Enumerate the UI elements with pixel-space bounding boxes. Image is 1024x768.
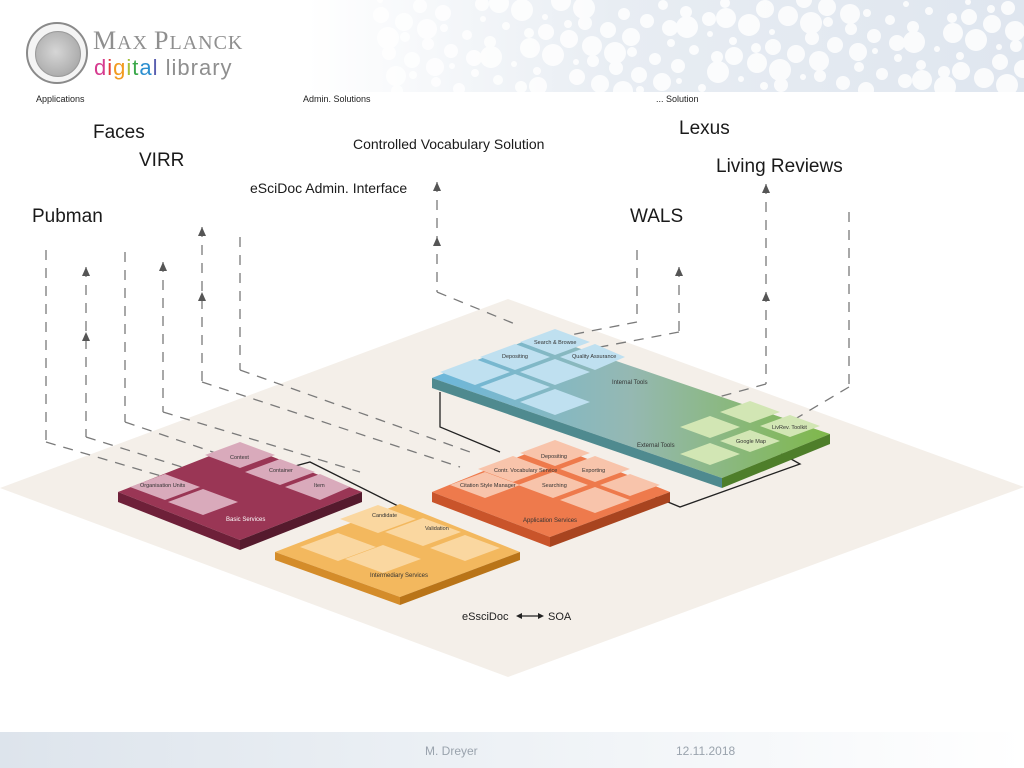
module-search-browse: Search & Browse: [534, 340, 577, 346]
module-searching: Searching: [542, 483, 567, 489]
module-google-map: Google Map: [736, 439, 766, 445]
label-virr: VIRR: [139, 150, 185, 171]
module-livrev-toolkit: LivRev. Toolkit: [772, 425, 807, 431]
module-item: Item: [314, 483, 325, 489]
legend-escidoc-soa: eSsciDoc SOA: [462, 611, 572, 623]
column-label-applications: Applications: [36, 94, 85, 104]
label-living-reviews: Living Reviews: [716, 156, 843, 177]
layer-tools: Search & Browse Depositing Quality Assur…: [432, 329, 830, 488]
footer-date: 12.11.2018: [676, 744, 736, 758]
layer-name-intermediary-services: Intermediary Services: [370, 573, 428, 579]
max-planck-seal-logo: [26, 22, 88, 84]
module-quality-assurance: Quality Assurance: [572, 354, 616, 360]
module-contr-vocabulary-service: Contr. Vocabulary Service: [494, 468, 557, 474]
header-bubble-pattern: [373, 0, 1024, 92]
module-container: Container: [269, 468, 293, 474]
module-exporting: Exporting: [582, 468, 605, 474]
layer-name-internal-tools: Internal Tools: [612, 380, 648, 386]
label-faces: Faces: [93, 122, 145, 143]
label-escidoc-admin-interface: eSciDoc Admin. Interface: [250, 180, 408, 196]
module-validation: Validation: [425, 526, 449, 532]
module-candidate: Candidate: [372, 513, 397, 519]
layer-name-basic-services: Basic Services: [226, 517, 265, 523]
arrow-heads: [82, 182, 770, 341]
column-label-admin-solutions: Admin. Solutions: [303, 94, 371, 104]
layer-name-application-services: Application Services: [523, 518, 577, 524]
legend-soa: SOA: [548, 611, 572, 623]
layer-application-services: Depositing Contr. Vocabulary Service Exp…: [432, 440, 670, 547]
layer-name-external-tools: External Tools: [637, 443, 675, 449]
header-banner: MAX PLANCK digital library: [0, 0, 1024, 92]
layer-intermediary-services: Candidate Validation Intermediary Servic…: [275, 504, 520, 605]
module-organisation-units: Organisation Units: [140, 483, 185, 489]
footer-banner: [0, 732, 1024, 768]
legend-escidoc: eSsciDoc: [462, 611, 509, 623]
label-lexus: Lexus: [679, 118, 730, 139]
footer-author: M. Dreyer: [425, 744, 478, 758]
column-label-solution: ... Solution: [656, 94, 699, 104]
layer-basic-services: Context Container Organisation Units Ite…: [118, 442, 362, 550]
logo-digital-library: digital library: [94, 55, 233, 80]
label-controlled-vocabulary-solution: Controlled Vocabulary Solution: [353, 136, 545, 152]
label-wals: WALS: [630, 206, 684, 227]
module-depositing-app: Depositing: [541, 454, 567, 460]
architecture-diagram: Context Container Organisation Units Ite…: [0, 182, 1024, 677]
label-pubman: Pubman: [32, 206, 103, 227]
module-depositing-internal: Depositing: [502, 354, 528, 360]
module-citation-style-manager: Citation Style Manager: [460, 483, 516, 489]
module-context: Context: [230, 455, 249, 461]
logo-max-planck: MAX PLANCK: [93, 26, 244, 55]
